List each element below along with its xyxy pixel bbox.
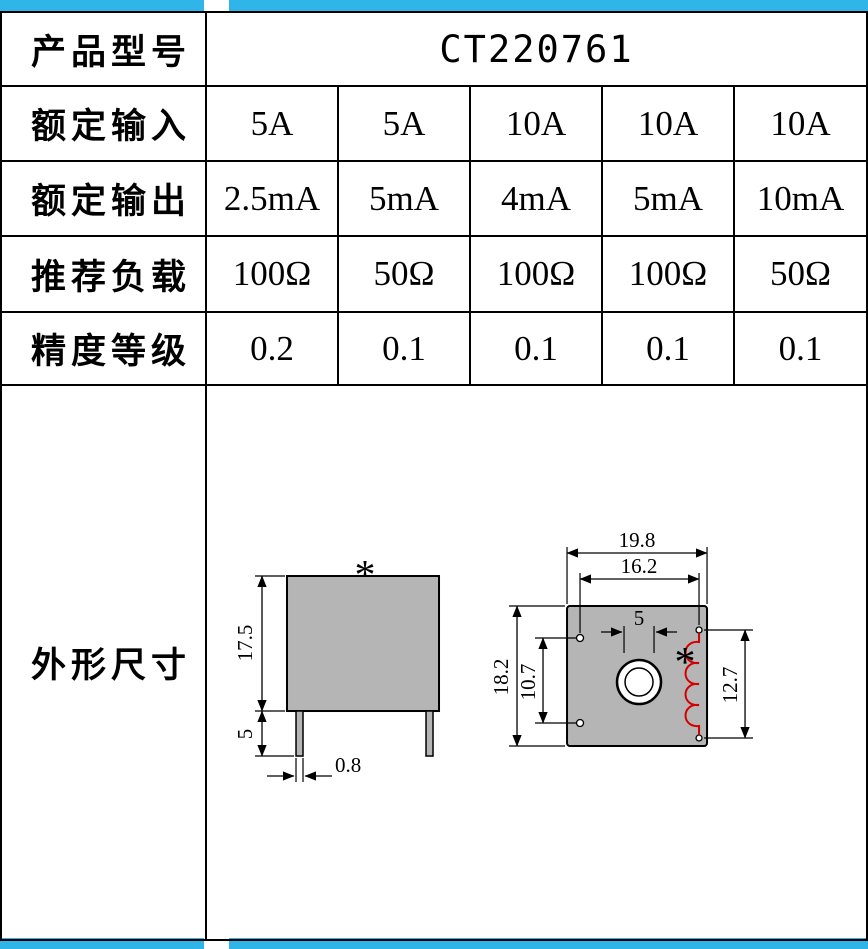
dim-pin-pitch-width-text: 16.2 (621, 554, 658, 578)
recommended-load-value: 100Ω (205, 235, 339, 313)
dim-body-height: 17.5 (233, 575, 286, 712)
accuracy-class-value: 0.1 (337, 311, 471, 386)
recommended-load-value: 100Ω (601, 235, 735, 313)
accuracy-class-value: 0.2 (205, 311, 339, 386)
pin-hole-top-left (575, 633, 585, 643)
dimensions-drawing-cell: * 17.5 5 (204, 383, 868, 942)
rated-input-value: 5A (337, 85, 471, 162)
recommended-load-value: 50Ω (732, 235, 868, 313)
bottom-accent-bar-left (0, 938, 204, 949)
dim-overall-width: 19.8 (566, 528, 708, 605)
rated-output-value: 4mA (469, 160, 603, 237)
recommended-load-value: 100Ω (469, 235, 603, 313)
rated-output-value: 2.5mA (205, 160, 339, 237)
spec-table: 产品型号 CT220761 额定输入 5A 5A 10A 10A 10A 额定输… (0, 11, 868, 942)
model-row-label: 产品型号 (0, 11, 207, 87)
rated-output-value: 5mA (601, 160, 735, 237)
accuracy-class-value: 0.1 (469, 311, 603, 386)
rated-input-value: 5A (205, 85, 339, 162)
dim-overall-height-text: 18.2 (489, 659, 513, 696)
bottom-accent-bar-right (229, 938, 868, 949)
polarity-mark-top-view: * (675, 640, 696, 686)
pin-hole-bottom-right (695, 734, 703, 742)
dim-pin-length-text: 5 (233, 729, 257, 740)
top-accent-bar-left (0, 0, 204, 11)
rated-input-value: 10A (732, 85, 868, 162)
dim-pin-width: 0.8 (267, 753, 361, 783)
side-view: * 17.5 5 (233, 553, 441, 783)
polarity-mark: * (355, 553, 376, 599)
dim-coil-span-height: 12.7 (704, 629, 754, 739)
dim-pin-pitch-height: 10.7 (516, 637, 577, 724)
rated-input-label: 额定输入 (0, 85, 207, 162)
outline-dimension-drawing: * 17.5 5 (233, 528, 754, 783)
rated-output-row: 额定输出 2.5mA 5mA 4mA 5mA 10mA (0, 160, 868, 237)
dim-pin-pitch-height-text: 10.7 (516, 664, 540, 701)
rated-output-label: 额定输出 (0, 160, 207, 237)
dim-pin-length: 5 (233, 710, 295, 757)
dimensions-row: 外形尺寸 * (0, 383, 868, 942)
dim-overall-height: 18.2 (489, 605, 566, 747)
dim-body-height-text: 17.5 (233, 625, 257, 662)
model-number: CT220761 (204, 11, 868, 87)
accuracy-class-label: 精度等级 (0, 311, 207, 386)
top-view: * 19.8 16.2 (489, 528, 754, 748)
accuracy-class-row: 精度等级 0.2 0.1 0.1 0.1 0.1 (0, 311, 868, 386)
dim-hole-width: 5 (601, 606, 678, 654)
model-row: 产品型号 CT220761 (0, 11, 868, 87)
top-accent-bar-right (229, 0, 868, 11)
pin-hole-bottom-left (575, 718, 585, 728)
rated-input-row: 额定输入 5A 5A 10A 10A 10A (0, 85, 868, 162)
accuracy-class-value: 0.1 (732, 311, 868, 386)
dim-pin-width-text: 0.8 (335, 753, 361, 777)
recommended-load-row: 推荐负载 100Ω 50Ω 100Ω 100Ω 50Ω (0, 235, 868, 313)
side-view-body (286, 575, 441, 713)
recommended-load-value: 50Ω (337, 235, 471, 313)
accuracy-class-value: 0.1 (601, 311, 735, 386)
dim-coil-span-height-text: 12.7 (718, 667, 742, 704)
center-hole-inner (624, 667, 654, 697)
dim-hole-width-text: 5 (634, 606, 645, 630)
dimensions-label: 外形尺寸 (0, 383, 207, 942)
rated-input-value: 10A (601, 85, 735, 162)
recommended-load-label: 推荐负载 (0, 235, 207, 313)
pin-hole-top-right (695, 626, 703, 634)
dim-pin-pitch-width: 16.2 (579, 554, 700, 634)
rated-output-value: 5mA (337, 160, 471, 237)
dim-overall-width-text: 19.8 (619, 528, 656, 552)
secondary-coil (684, 633, 701, 736)
side-view-left-pin (295, 710, 304, 757)
side-view-right-pin (425, 710, 434, 757)
rated-input-value: 10A (469, 85, 603, 162)
rated-output-value: 10mA (732, 160, 868, 237)
